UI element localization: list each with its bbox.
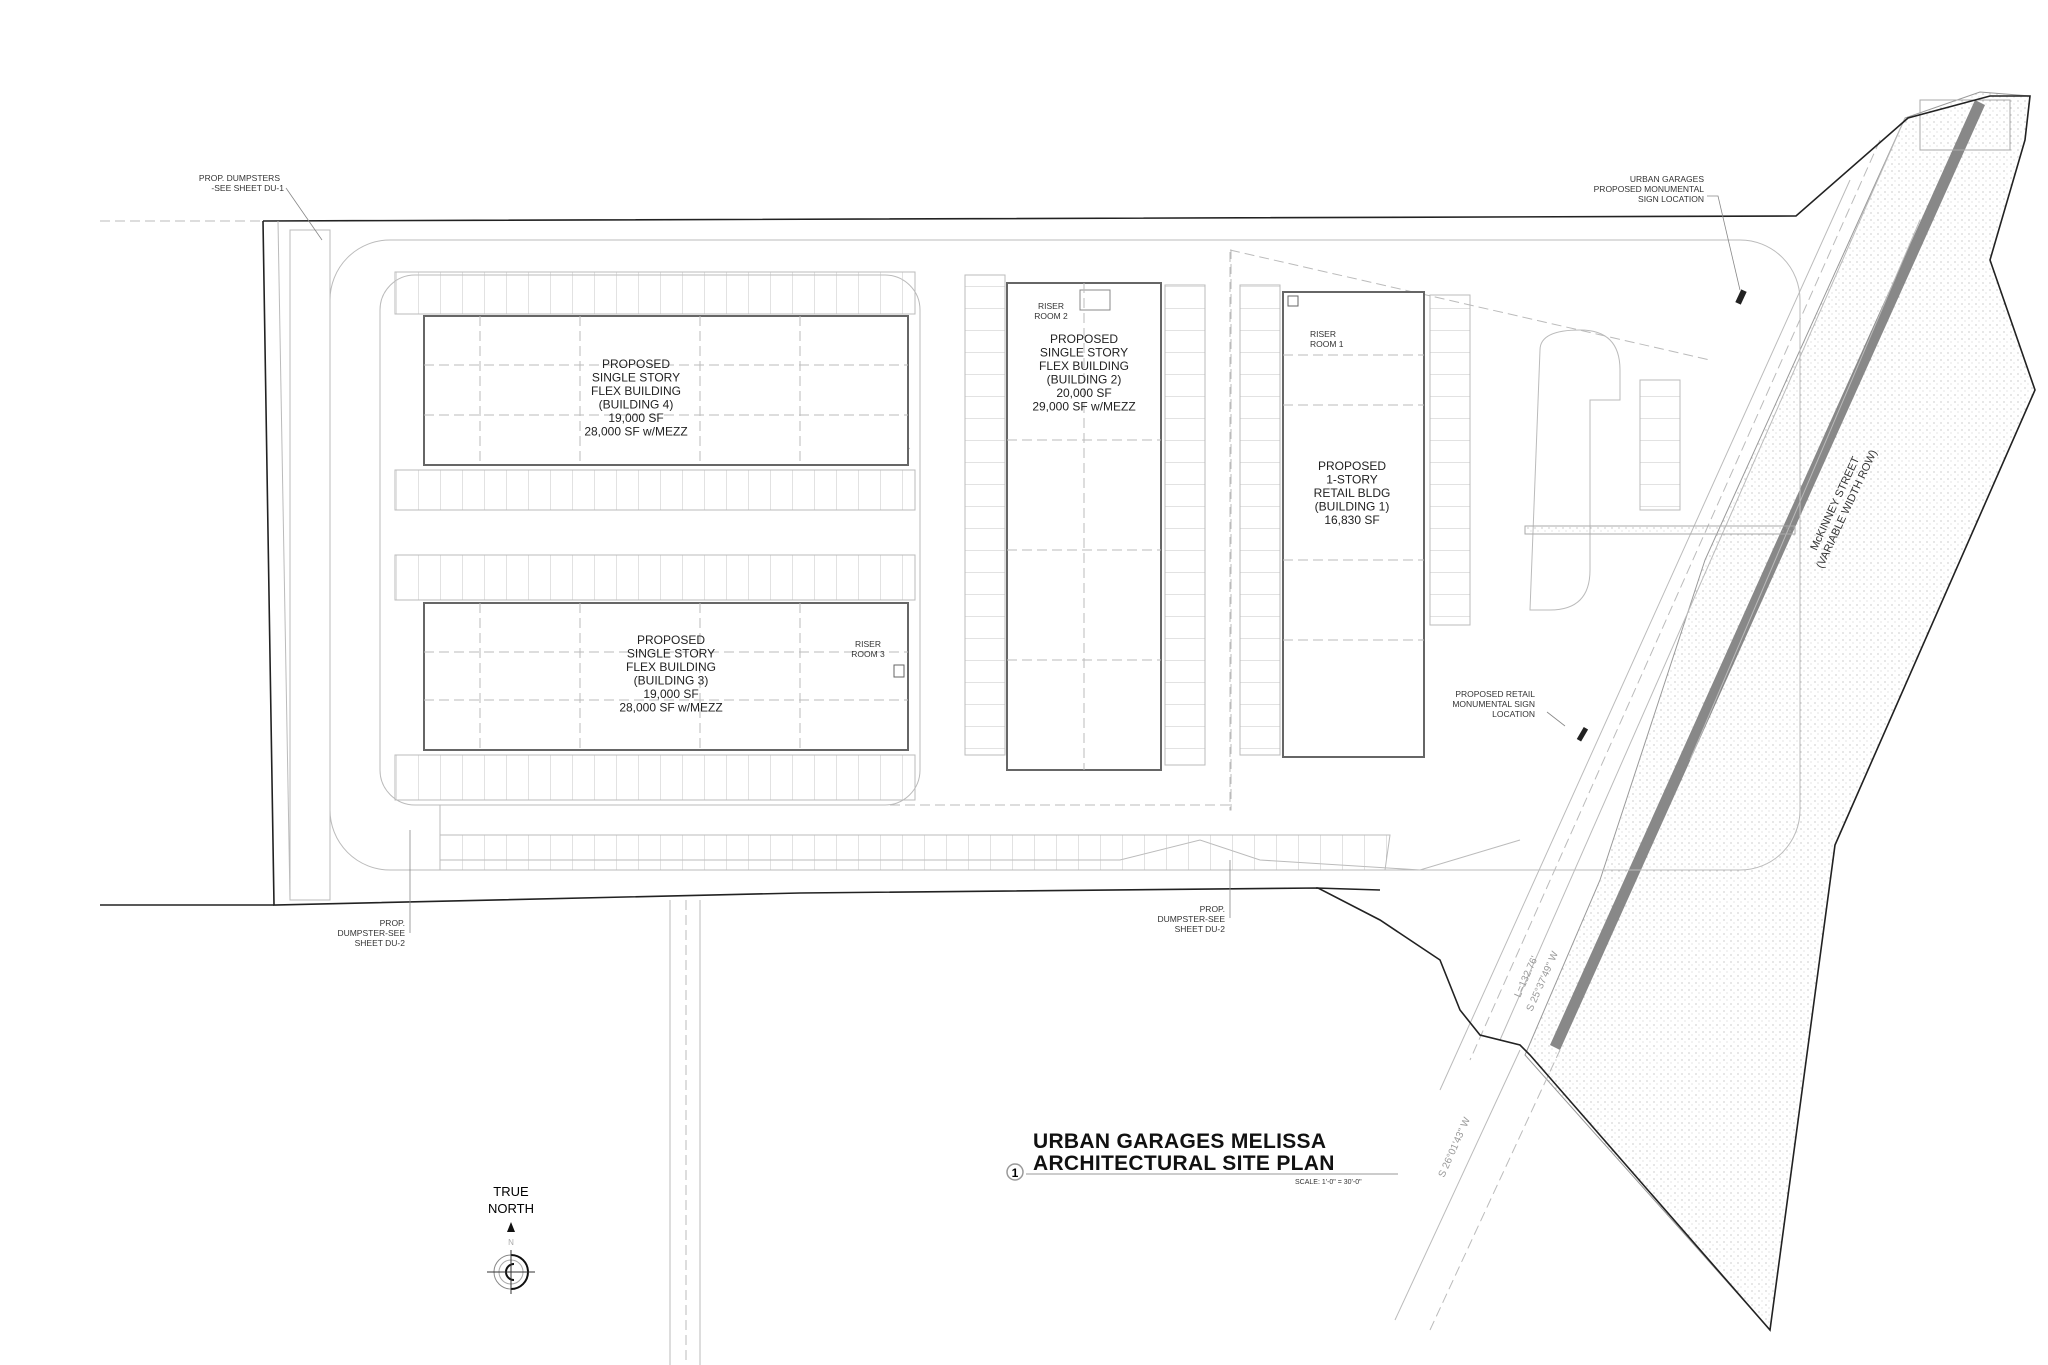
building-label-line: PROPOSED — [1050, 332, 1118, 346]
building-label-line: SINGLE STORY — [627, 647, 715, 661]
svg-text:N: N — [508, 1238, 514, 1247]
building-label-line: 19,000 SF — [608, 411, 663, 425]
building-4 — [423, 315, 909, 466]
drawing-title-line2: ARCHITECTURAL SITE PLAN — [1033, 1152, 1335, 1175]
building-label-line: 28,000 SF w/MEZZ — [619, 701, 722, 715]
drawing-number: 1 — [1012, 1166, 1019, 1180]
mckinney-street-row — [1394, 91, 2036, 1332]
drawing-title-line1: URBAN GARAGES MELISSA — [1033, 1130, 1326, 1153]
urban-garages-sign-marker — [1735, 289, 1747, 305]
drawing-scale: SCALE: 1'-0" = 30'-0" — [1295, 1179, 1362, 1186]
bearing-2: S 26°01'43" W — [1437, 1115, 1474, 1179]
building-label-line: FLEX BUILDING — [1039, 359, 1129, 373]
building-label-line: (BUILDING 2) — [1047, 373, 1122, 387]
north-arrow-icon — [507, 1222, 515, 1232]
building-label-line: 1-STORY — [1326, 473, 1378, 487]
property-boundary — [262, 95, 2036, 1332]
building-label-line: FLEX BUILDING — [591, 384, 681, 398]
building-label-line: 28,000 SF w/MEZZ — [584, 425, 687, 439]
building-2 — [1006, 282, 1162, 771]
building-label-line: 19,000 SF — [643, 687, 698, 701]
building-label-line: SINGLE STORY — [1040, 346, 1128, 360]
drawing-number-circle — [1006, 1163, 1024, 1181]
building-label-line: PROPOSED — [1318, 459, 1386, 473]
building-1 — [1282, 291, 1425, 758]
retail-sign-marker — [1576, 726, 1589, 742]
svg-text:TRUE: TRUE — [493, 1184, 529, 1199]
building-label-line: RETAIL BLDG — [1314, 486, 1391, 500]
north-arrow: TRUE NORTH N — [487, 1184, 535, 1294]
building-label-line: (BUILDING 4) — [599, 398, 674, 412]
dumpsters-top-callout: PROP. DUMPSTERS-SEE SHEET DU-1 — [199, 173, 284, 193]
building-label-line: 16,830 SF — [1324, 513, 1379, 527]
building-label-line: 29,000 SF w/MEZZ — [1032, 400, 1135, 414]
building-label-line: FLEX BUILDING — [626, 660, 716, 674]
svg-text:NORTH: NORTH — [488, 1201, 534, 1216]
building-label-line: PROPOSED — [602, 357, 670, 371]
building-label-line: SINGLE STORY — [592, 371, 680, 385]
parking-stalls — [394, 271, 1681, 871]
building-label-line: (BUILDING 3) — [634, 674, 709, 688]
building-label-line: (BUILDING 1) — [1315, 500, 1390, 514]
building-label-line: PROPOSED — [637, 633, 705, 647]
building-3 — [423, 602, 909, 751]
title-block: URBAN GARAGES MELISSA ARCHITECTURAL SITE… — [1006, 1130, 1398, 1186]
building-label-line: 20,000 SF — [1056, 386, 1111, 400]
